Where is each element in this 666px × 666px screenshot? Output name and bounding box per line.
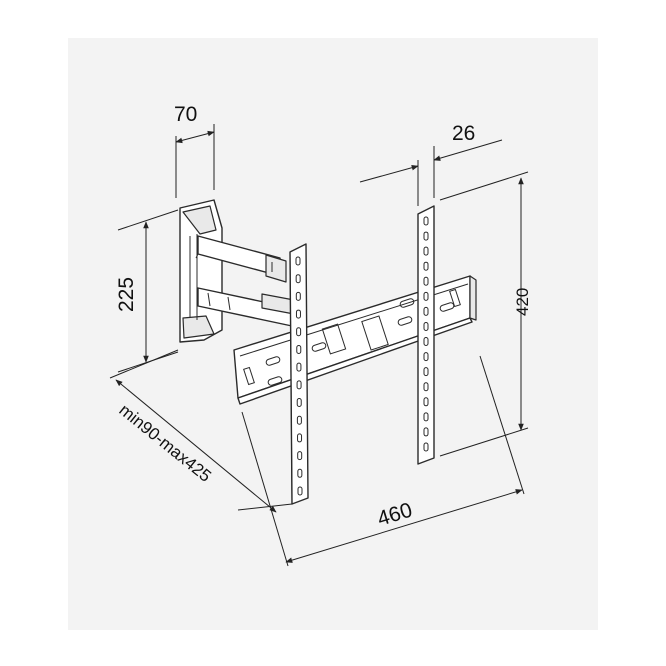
dim-label-70: 70 [174,103,197,126]
right-bar-hole [423,246,429,256]
right-bar-hole [423,397,429,407]
left-bar-hole [295,274,301,284]
right-bar-hole [423,367,429,377]
dim-bracket-thickness: 26 [359,122,503,206]
right-bar-hole [423,276,429,286]
left-bar-hole [296,327,302,337]
right-bar-hole [423,442,429,452]
wall-plate [179,199,223,343]
left-bar-hole [296,415,302,425]
right-bar-hole [423,337,429,347]
right-bar-hole [423,412,429,422]
left-bar-hole [296,344,302,354]
right-vertical-bar [417,205,435,465]
right-bar-hole [423,427,429,437]
left-bar-hole [295,309,301,319]
left-bar-hole [297,486,303,496]
right-bar-hole [423,321,429,331]
left-vertical-bar [289,243,309,505]
right-bar-hole [423,291,429,301]
left-bar-hole [297,451,303,461]
dim-wall-plate-height: 225 [115,209,179,373]
left-bar-hole [296,362,302,372]
left-bar-hole [296,398,302,408]
left-bar-hole [297,468,303,478]
right-bar-hole [423,216,429,226]
left-bar-hole [295,291,301,301]
right-bar-hole [423,306,429,316]
dim-label-225: 225 [115,277,138,312]
right-bar-hole [423,261,429,271]
left-bar-hole [297,433,303,443]
right-bar-hole [423,231,429,241]
left-bar-hole [296,380,302,390]
left-bar-hole [295,256,301,266]
dim-wall-plate-depth: 70 [174,103,215,198]
dim-label-26: 26 [452,122,475,145]
right-bar-hole [423,352,429,362]
right-bar-hole [423,382,429,392]
dim-vertical-bar-length: 420 [439,171,532,457]
dim-label-420: 420 [513,288,532,316]
swing-arms [195,235,295,327]
